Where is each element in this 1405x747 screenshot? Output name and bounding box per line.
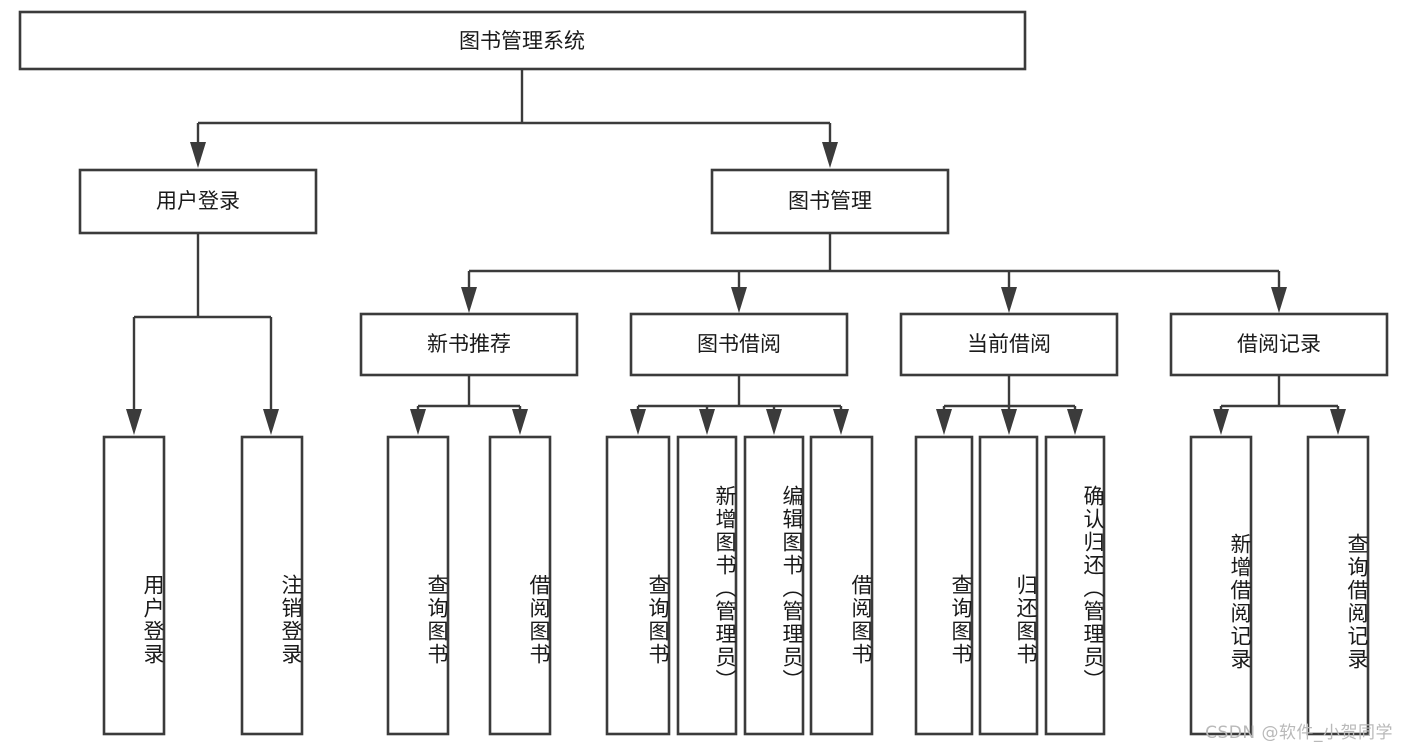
- node-new-book-recommend[interactable]: 新书推荐: [359, 312, 579, 377]
- leaf-box-user-login-2[interactable]: [240, 435, 304, 736]
- node-borrow-record-label: 借阅记录: [1237, 332, 1321, 356]
- leaf-box-borrow-record-2[interactable]: [1306, 435, 1370, 736]
- arrow-head-current-borrow-leaf-2: [1001, 409, 1017, 435]
- leaf-boxes-current-borrow: [914, 435, 1106, 736]
- node-current-borrow[interactable]: 当前借阅: [899, 312, 1119, 377]
- leaf-box-book-borrow-2[interactable]: [676, 435, 738, 736]
- leaf-box-user-login-1[interactable]: [102, 435, 166, 736]
- arrow-head-borrow-record: [1271, 287, 1287, 313]
- node-borrow-record[interactable]: 借阅记录: [1169, 312, 1389, 377]
- connector-group-user-login: [126, 233, 279, 435]
- leaf-box-book-borrow-4[interactable]: [809, 435, 874, 736]
- node-book-borrow-box[interactable]: [629, 312, 849, 377]
- leaf-boxes-new-book-recommend: [386, 435, 552, 736]
- leaf-box-book-borrow-1[interactable]: [605, 435, 671, 736]
- arrow-head-new-book-leaf-2: [512, 409, 528, 435]
- node-book-borrow[interactable]: 图书借阅: [629, 312, 849, 377]
- connector-group-new-book-recommend: [410, 375, 528, 435]
- leaf-box-current-borrow-2[interactable]: [978, 435, 1039, 736]
- arrow-head-current-borrow-leaf-1: [936, 409, 952, 435]
- node-new-book-recommend-box[interactable]: [359, 312, 579, 377]
- node-book-management-box[interactable]: [710, 168, 950, 235]
- arrow-head-book-borrow-leaf-4: [833, 409, 849, 435]
- leaf-box-new-book-2[interactable]: [488, 435, 552, 736]
- leaf-box-borrow-record-1[interactable]: [1189, 435, 1253, 736]
- node-borrow-record-box[interactable]: [1169, 312, 1389, 377]
- node-current-borrow-box[interactable]: [899, 312, 1119, 377]
- connector-group-book-mgmt: [461, 233, 1287, 313]
- leaf-box-new-book-1[interactable]: [386, 435, 450, 736]
- node-book-borrow-label: 图书借阅: [697, 332, 781, 356]
- node-root-box[interactable]: [18, 10, 1027, 71]
- node-book-management[interactable]: 图书管理: [710, 168, 950, 235]
- arrow-head-user-login: [190, 142, 206, 168]
- leaf-box-current-borrow-1[interactable]: [914, 435, 974, 736]
- node-root-label: 图书管理系统: [459, 29, 585, 53]
- arrow-head-new-book-recommend: [461, 287, 477, 313]
- node-root[interactable]: 图书管理系统: [18, 10, 1027, 71]
- node-user-login-box[interactable]: [78, 168, 318, 235]
- leaf-box-book-borrow-3[interactable]: [743, 435, 805, 736]
- node-user-login[interactable]: 用户登录: [78, 168, 318, 235]
- leaf-box-current-borrow-3[interactable]: [1044, 435, 1106, 736]
- arrow-head-borrow-record-leaf-1: [1213, 409, 1229, 435]
- arrow-head-current-borrow: [1001, 287, 1017, 313]
- arrow-head-book-borrow-leaf-3: [766, 409, 782, 435]
- connector-group-book-borrow: [630, 375, 849, 435]
- leaf-boxes-borrow-record: [1189, 435, 1370, 736]
- arrow-head-book-mgmt: [822, 142, 838, 168]
- arrow-head-book-borrow-leaf-2: [699, 409, 715, 435]
- arrow-head-book-borrow-leaf-1: [630, 409, 646, 435]
- arrow-head-new-book-leaf-1: [410, 409, 426, 435]
- leaf-boxes-user-login: [102, 435, 304, 736]
- connector-group-current-borrow: [936, 375, 1083, 435]
- leaf-boxes-book-borrow: [605, 435, 874, 736]
- arrow-head-user-login-leaf-2: [263, 409, 279, 435]
- connector-group-borrow-record: [1213, 375, 1346, 435]
- arrow-head-borrow-record-leaf-2: [1330, 409, 1346, 435]
- arrow-head-current-borrow-leaf-3: [1067, 409, 1083, 435]
- arrow-head-user-login-leaf-1: [126, 409, 142, 435]
- node-user-login-label: 用户登录: [156, 189, 240, 213]
- node-current-borrow-label: 当前借阅: [967, 332, 1051, 356]
- node-new-book-recommend-label: 新书推荐: [427, 332, 511, 356]
- node-book-management-label: 图书管理: [788, 189, 872, 213]
- connector-group-root: [190, 69, 838, 168]
- csdn-watermark: CSDN @软件_小贺同学: [1205, 723, 1393, 743]
- arrow-head-book-borrow: [731, 287, 747, 313]
